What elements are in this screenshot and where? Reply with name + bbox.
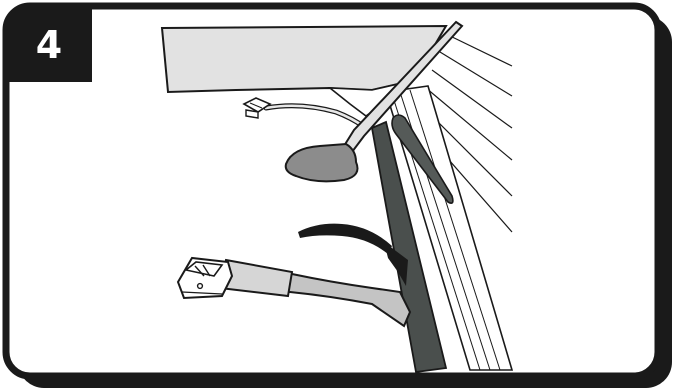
mount-foot [284,142,359,183]
curved-arrow-icon [298,223,408,286]
step-number-badge [6,6,92,82]
rail [370,120,448,374]
panel-slot [391,114,454,204]
frame [2,2,662,380]
step-number: 4 [36,23,62,67]
cable-connector-icon [242,97,272,119]
strap-buckle-icon [176,256,234,300]
